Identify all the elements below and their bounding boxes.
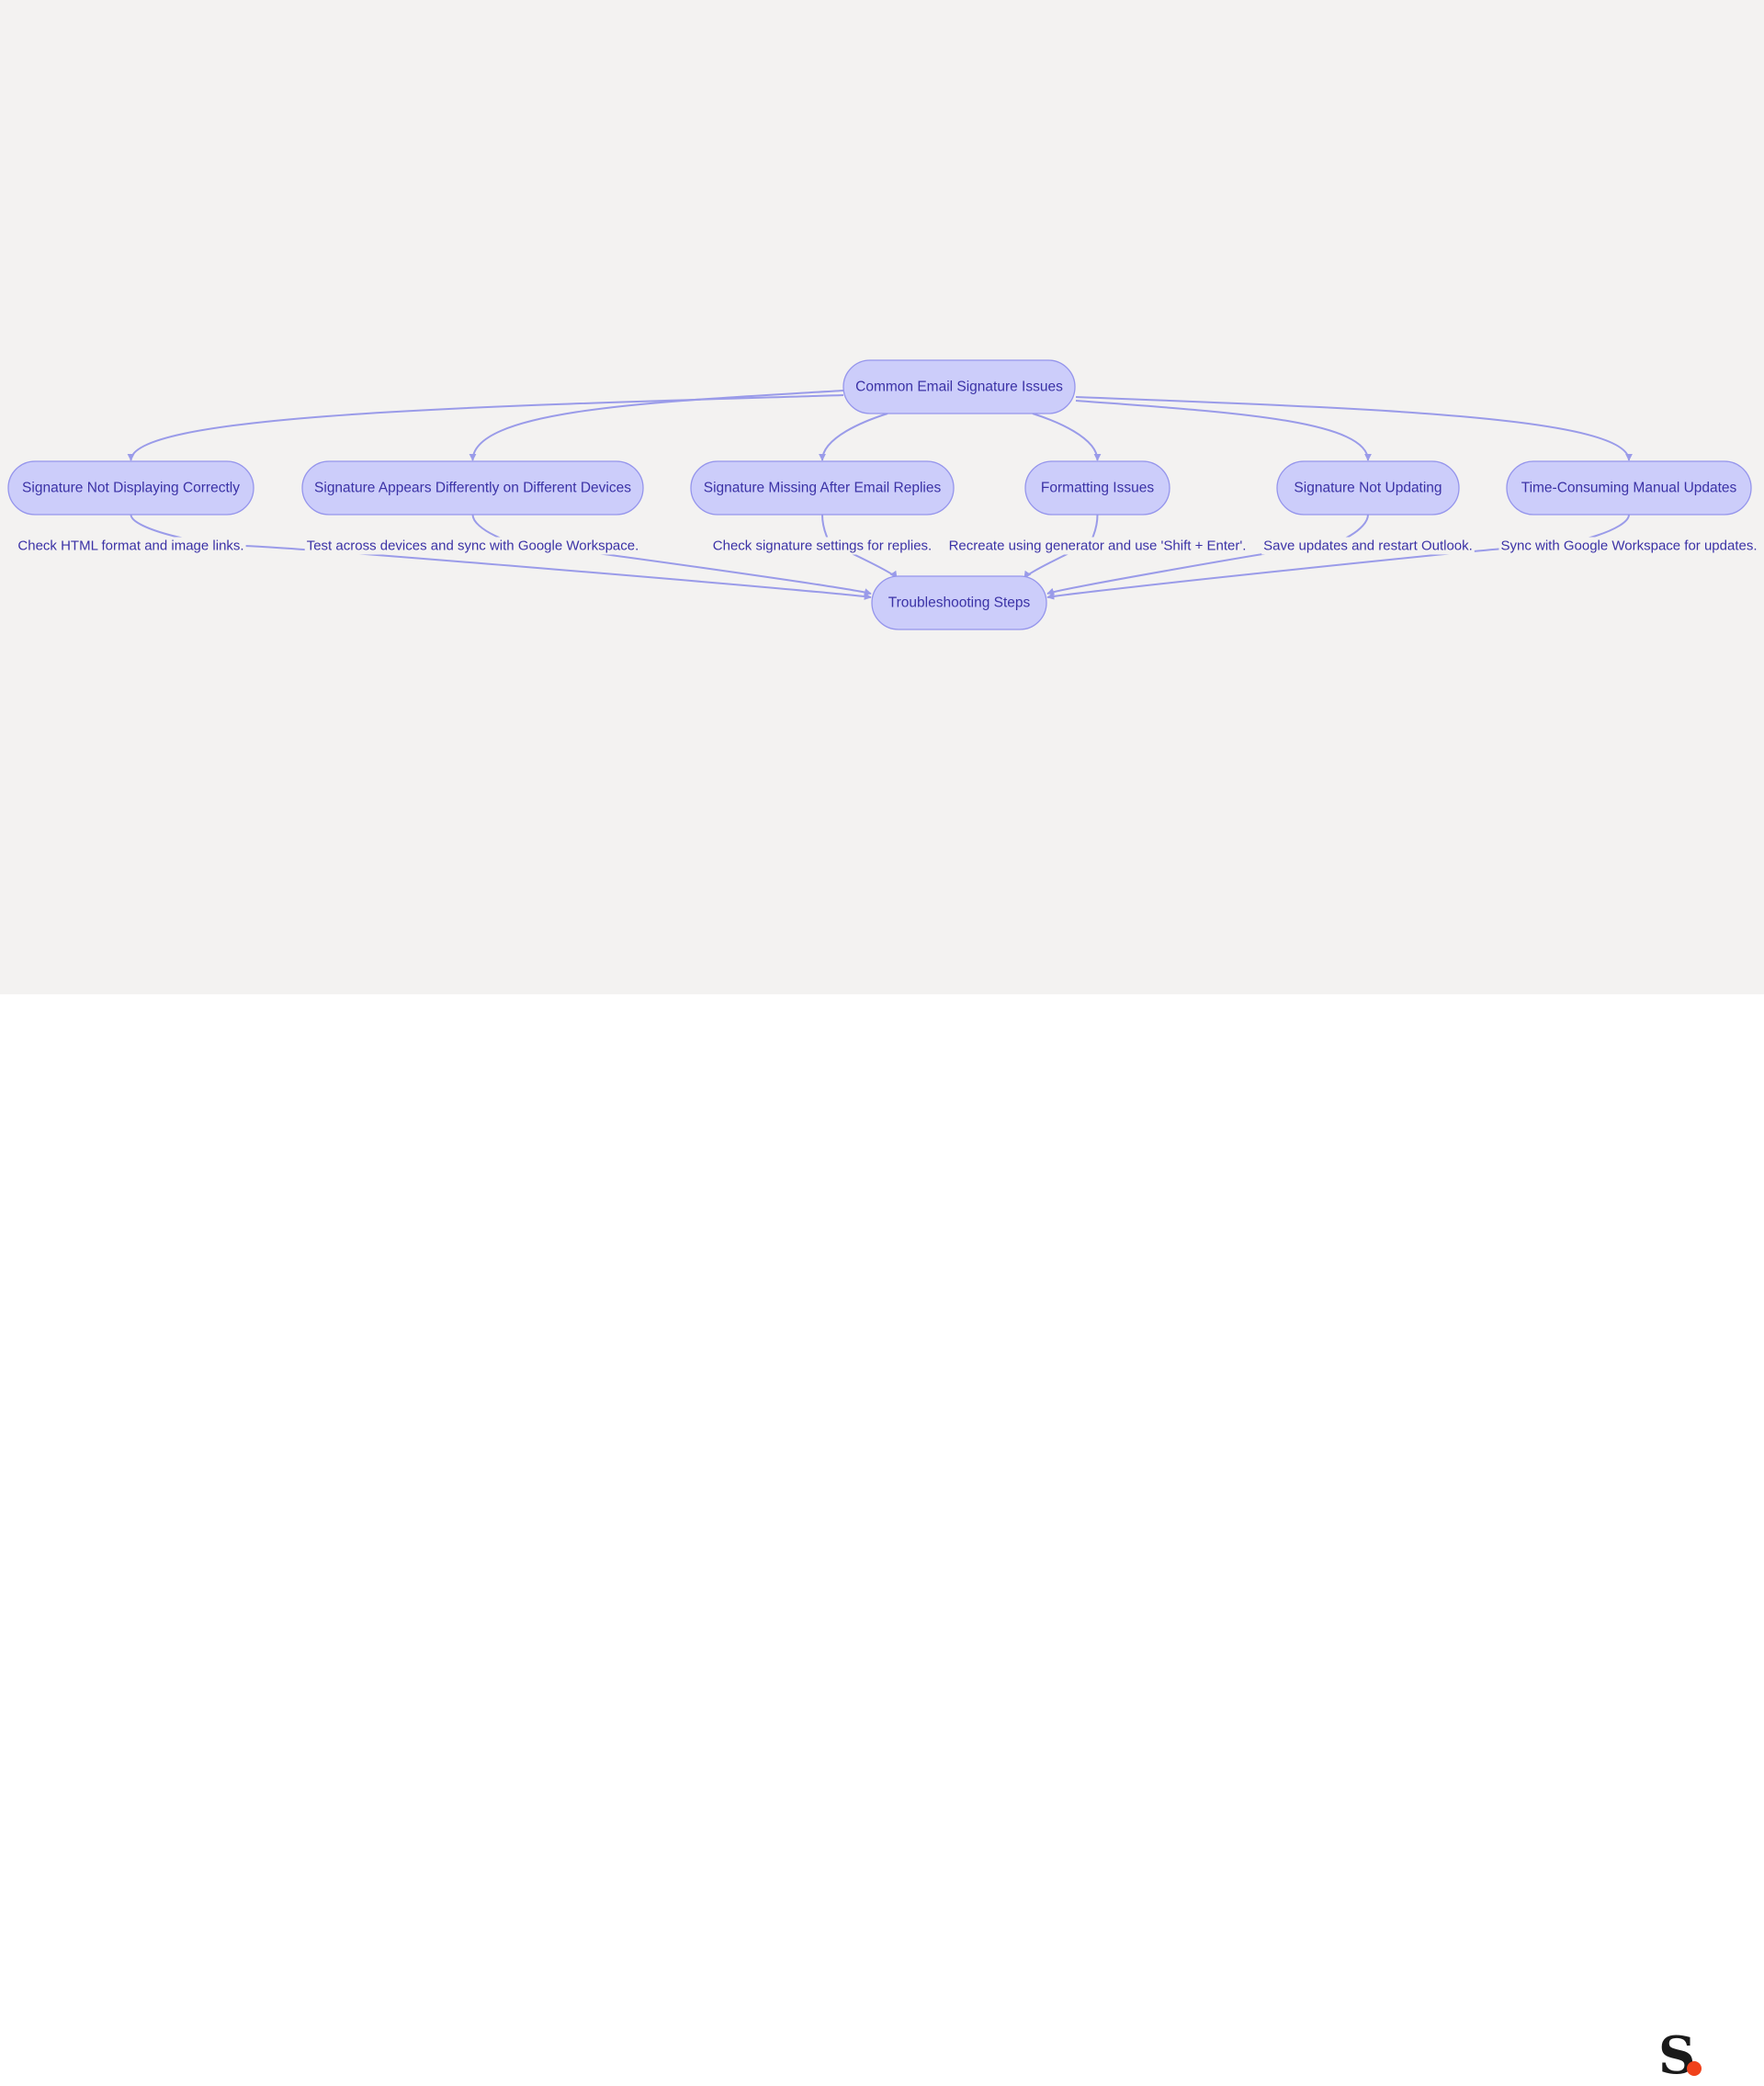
edge-label-text: Test across devices and sync with Google…	[307, 539, 639, 554]
node-issue-1-shape	[7, 460, 254, 516]
edge-label-text: Check signature settings for replies.	[713, 539, 932, 554]
edge-label-text: Sync with Google Workspace for updates.	[1500, 539, 1757, 554]
node-common-email-signature-issues-shape	[842, 359, 1076, 414]
edge-label-1: Check HTML format and image links.	[16, 537, 246, 555]
node-issue-6: Time-Consuming Manual Updates	[1506, 460, 1752, 516]
edge-label-text: Check HTML format and image links.	[17, 539, 243, 554]
edge-label-bg	[710, 537, 934, 555]
edge-label-text: Recreate using generator and use 'Shift …	[949, 539, 1247, 554]
node-issue-5: Signature Not Updating	[1276, 460, 1460, 516]
node-issue-4-label: Formatting Issues	[1041, 481, 1154, 496]
node-issue-6-shape	[1506, 460, 1752, 516]
node-issue-5-shape	[1276, 460, 1460, 516]
edge-label-text: Save updates and restart Outlook.	[1263, 539, 1473, 554]
diagram-canvas: Check HTML format and image links. Test a…	[0, 0, 1764, 994]
edge-label-bg	[946, 537, 1249, 555]
node-issue-6-label: Time-Consuming Manual Updates	[1521, 481, 1737, 496]
node-issue-2-shape	[301, 460, 644, 516]
edge-issue-1-to-troubleshooting	[130, 514, 872, 600]
node-common-email-signature-issues-label: Common Email Signature Issues	[855, 380, 1063, 395]
edge-root-to-issue-2	[469, 390, 844, 461]
node-issue-2: Signature Appears Differently on Differe…	[301, 460, 644, 516]
edge-label-bg	[16, 537, 246, 555]
flowchart: Check HTML format and image links. Test a…	[7, 359, 1759, 630]
edge-issue-6-to-troubleshooting	[1046, 514, 1630, 600]
edge-root-to-issue-6	[1075, 396, 1633, 461]
node-issue-3-shape	[690, 460, 955, 516]
node-issue-5-label: Signature Not Updating	[1294, 481, 1442, 496]
edge-label-4: Recreate using generator and use 'Shift …	[946, 537, 1249, 555]
edge-root-to-issue-5	[1075, 400, 1372, 461]
node-issue-1: Signature Not Displaying Correctly	[7, 460, 254, 516]
node-issue-3-label: Signature Missing After Email Replies	[704, 481, 942, 496]
edge-root-to-issue-1	[127, 394, 844, 461]
node-issue-4: Formatting Issues	[1024, 460, 1170, 516]
edge-label-2: Test across devices and sync with Google…	[304, 537, 641, 555]
node-common-email-signature-issues: Common Email Signature Issues	[842, 359, 1076, 414]
node-troubleshooting-steps-label: Troubleshooting Steps	[888, 595, 1031, 611]
node-issue-1-label: Signature Not Displaying Correctly	[22, 481, 240, 496]
edge-label-bg	[1498, 537, 1759, 555]
edge-root-to-issue-3	[819, 413, 888, 461]
node-issue-4-shape	[1024, 460, 1170, 516]
node-issue-3: Signature Missing After Email Replies	[690, 460, 955, 516]
node-troubleshooting-steps-shape	[871, 575, 1047, 630]
node-troubleshooting-steps: Troubleshooting Steps	[871, 575, 1047, 630]
edge-label-3: Check signature settings for replies.	[710, 537, 934, 555]
edge-label-bg	[1261, 537, 1475, 555]
edge-label-5: Save updates and restart Outlook.	[1261, 537, 1475, 555]
footer: S	[0, 994, 1764, 2081]
edge-label-6: Sync with Google Workspace for updates.	[1498, 537, 1759, 555]
edge-label-bg	[304, 537, 641, 555]
brand-logo-dot	[1687, 2061, 1702, 2076]
node-issue-2-label: Signature Appears Differently on Differe…	[314, 481, 631, 496]
edge-root-to-issue-4	[1032, 413, 1102, 461]
